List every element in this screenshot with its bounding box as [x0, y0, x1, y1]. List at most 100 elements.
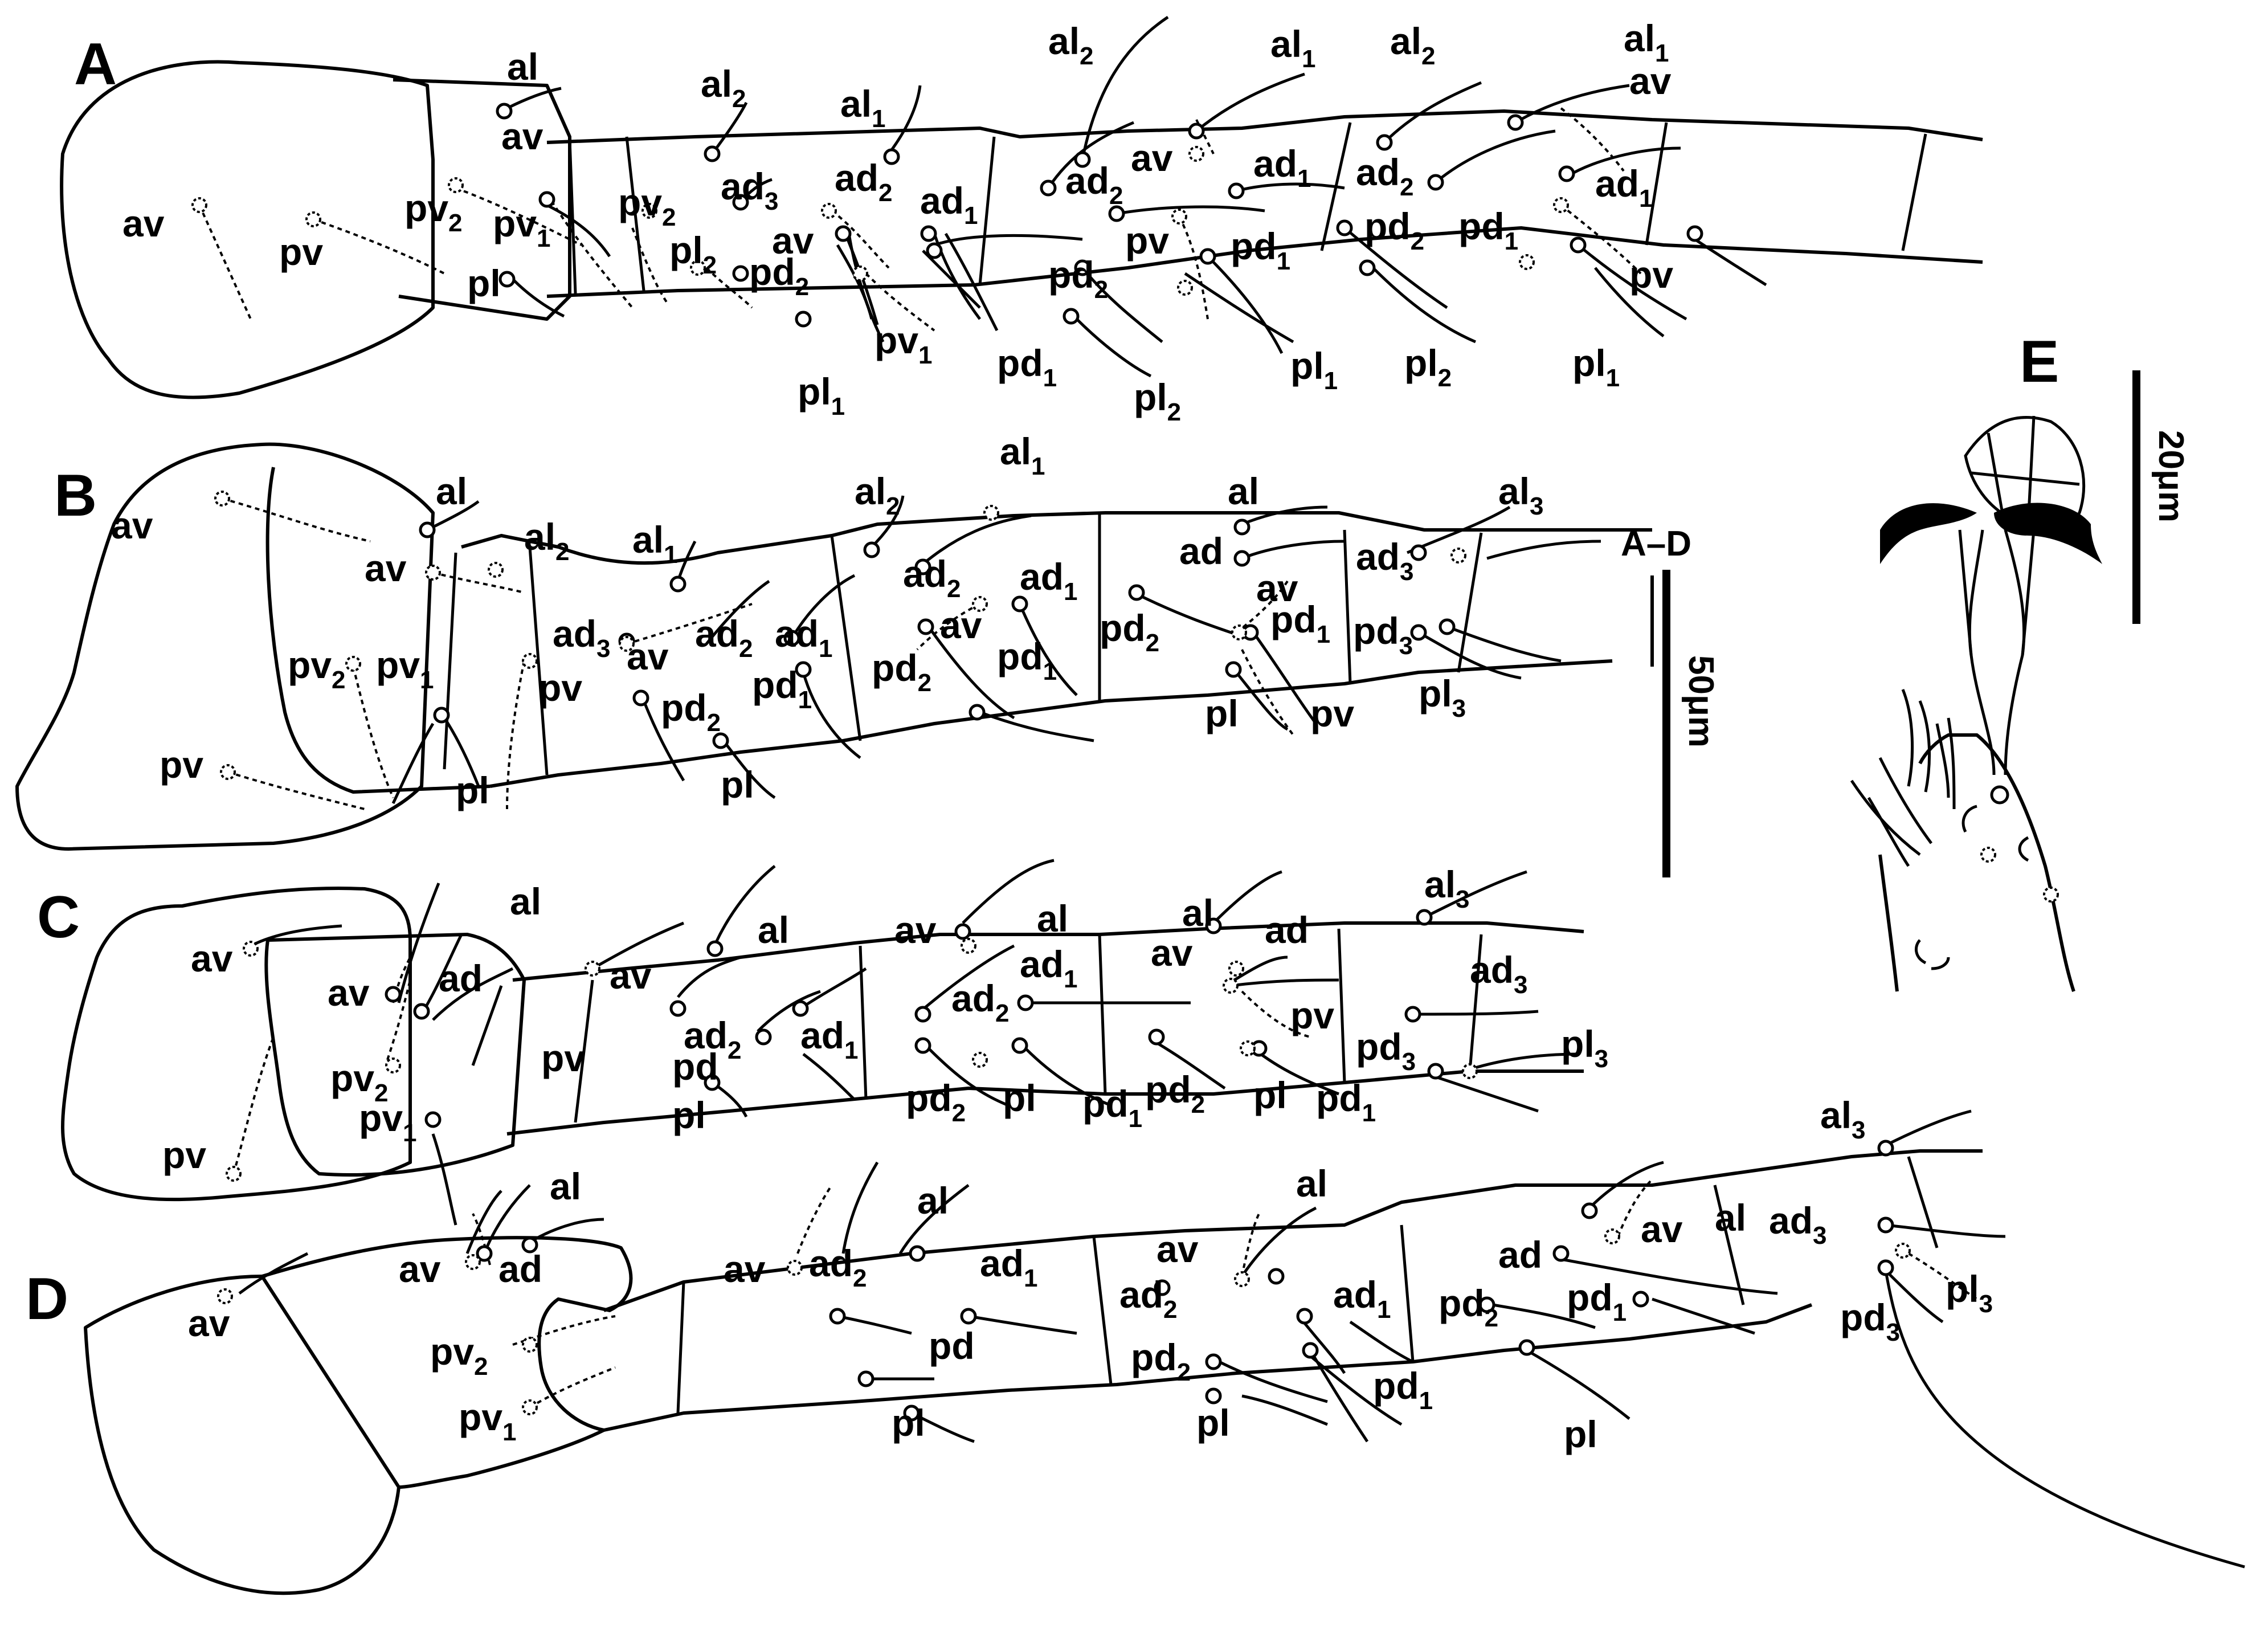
- empodial-claw-right: [1994, 503, 2102, 564]
- leg-b-segments: [461, 511, 1654, 788]
- scale-bar-tarsus: 20μm: [2132, 370, 2191, 624]
- seta-label: av: [1131, 137, 1173, 179]
- leg-d-coxa: [84, 1275, 401, 1595]
- seta-label: al: [758, 909, 789, 951]
- seta-label: pd2: [906, 1077, 966, 1127]
- seta-label: av: [1256, 567, 1298, 609]
- seta-label: av: [365, 547, 407, 589]
- seta-label: pv: [1629, 254, 1673, 296]
- seta-label: al: [436, 470, 467, 512]
- seta-label: ad3: [1769, 1199, 1827, 1250]
- leg-b-sockets: [214, 491, 1466, 780]
- leg-a-setae: [506, 15, 1767, 378]
- seta-label: av: [1157, 1228, 1199, 1270]
- seta-label: pv: [279, 231, 323, 273]
- seta-label: av: [501, 115, 543, 157]
- seta-label: al1: [632, 518, 678, 569]
- seta-label: pd1: [1567, 1276, 1627, 1326]
- seta-label: pv: [1125, 219, 1169, 262]
- scale-bar-legs-group-label: A–D: [1621, 524, 1691, 564]
- leg-a-segments: [546, 109, 1983, 298]
- seta-label: pl: [892, 1402, 925, 1444]
- seta-label: al: [1182, 892, 1213, 934]
- seta-label: ad1: [1253, 142, 1311, 193]
- leg-c-segments: [506, 921, 1584, 1136]
- seta-label: ad: [1179, 530, 1223, 572]
- seta-label: pl2: [1404, 342, 1452, 392]
- leg-c-dashed-setae: [232, 957, 1311, 1174]
- seta-label: pl: [1564, 1413, 1597, 1455]
- seta-label: pv2: [618, 181, 676, 231]
- seta-label: pl2: [1134, 376, 1181, 426]
- seta-label: pd1: [1373, 1365, 1433, 1415]
- leg-b-setae: [391, 495, 1601, 805]
- seta-label: pl: [1253, 1074, 1287, 1116]
- leg-d-setae: [238, 1109, 2245, 1569]
- seta-label: av: [191, 937, 233, 979]
- seta-label: av: [122, 202, 165, 244]
- seta-label: pd2: [1048, 254, 1108, 304]
- panel-b: B: [15, 430, 1654, 851]
- seta-label: al2: [1048, 20, 1094, 70]
- seta-label: ad: [439, 957, 483, 999]
- seta-label: ad3: [721, 165, 779, 215]
- panel-label-a: A: [74, 31, 117, 97]
- panel-e: E: [1850, 329, 2102, 992]
- seta-label: pv: [162, 1134, 206, 1176]
- leg-a-sockets: [191, 103, 1703, 328]
- seta-label: al1: [840, 83, 886, 133]
- seta-label: pd: [929, 1325, 975, 1367]
- seta-label: pl: [1196, 1402, 1230, 1444]
- seta-label: ad2: [809, 1242, 867, 1292]
- seta-label: pd: [672, 1046, 718, 1088]
- seta-label: al2: [1390, 20, 1436, 70]
- seta-label: al3: [1424, 863, 1470, 913]
- leg-b-dashed-setae: [222, 497, 1294, 810]
- seta-label: pl1: [1290, 345, 1338, 395]
- seta-label: av: [894, 909, 937, 951]
- panel-label-c: C: [37, 884, 80, 950]
- leg-b-seta-labels: av pv2 pv al av pv1 pl al2 ad3 av pv pd2…: [111, 430, 1544, 811]
- seta-label: ad1: [1333, 1273, 1391, 1324]
- seta-label: al: [1296, 1162, 1327, 1205]
- seta-label: av: [772, 219, 814, 262]
- leg-b-joints: [443, 513, 1483, 775]
- panel-label-d: D: [26, 1266, 68, 1332]
- leg-d-joints: [676, 1156, 1939, 1414]
- seta-label: pd1: [1270, 598, 1330, 648]
- seta-label: pv1: [493, 202, 551, 252]
- seta-label: pv1: [874, 319, 933, 369]
- seta-label: pv: [160, 744, 203, 786]
- panel-a: A: [60, 15, 1983, 426]
- seta-label: al3: [1820, 1094, 1866, 1144]
- seta-label: pd2: [661, 687, 721, 737]
- seta-label: ad2: [1119, 1273, 1178, 1324]
- seta-label: al: [510, 880, 541, 922]
- panel-label-e: E: [2020, 329, 2059, 395]
- panel-c: C: [37, 859, 1608, 1226]
- seta-label: pd1: [1458, 205, 1518, 255]
- seta-label: al: [1715, 1197, 1746, 1239]
- leg-d-sockets: [217, 1140, 1911, 1422]
- seta-label: pd3: [1356, 1026, 1416, 1076]
- leg-c-setae: [250, 859, 1579, 1226]
- seta-label: al1: [1624, 17, 1669, 67]
- seta-label: al: [550, 1165, 581, 1207]
- leg-c-trochanter: [264, 933, 526, 1177]
- seta-label: av: [610, 954, 652, 997]
- seta-label: ad1: [1020, 556, 1078, 606]
- seta-label: pv1: [376, 644, 434, 694]
- seta-label: al1: [1000, 430, 1045, 480]
- seta-label: pd2: [749, 251, 809, 301]
- scale-bar-tarsus-length-label: 20μm: [2151, 430, 2191, 522]
- seta-label: pl: [1003, 1077, 1036, 1119]
- seta-label: pv2: [430, 1330, 488, 1381]
- seta-label: pd2: [872, 647, 931, 697]
- scale-bar-legs-length-label: 50μm: [1681, 655, 1721, 748]
- leg-d-trochanter: [261, 1236, 633, 1489]
- seta-label: ad3: [1356, 536, 1414, 586]
- leg-b-coxa: [15, 442, 435, 851]
- seta-label: ad3: [553, 613, 611, 663]
- panel-d: D: [26, 1094, 2245, 1595]
